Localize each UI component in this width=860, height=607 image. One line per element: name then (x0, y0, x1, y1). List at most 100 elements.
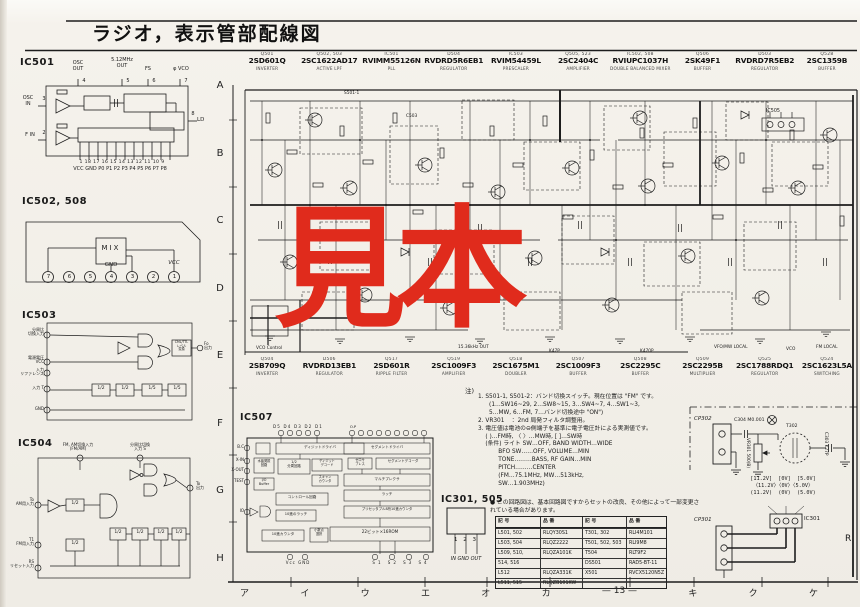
ic507-block-point-select: 小数点 選択 (314, 528, 324, 536)
table-cell-ref: DS501 (582, 559, 626, 568)
component-label: Q519 2SC1009F3 AMPLIFIER (423, 357, 485, 376)
note-line: (FM…75.1MHz, MW…513kHz, (478, 473, 584, 480)
component-role: REGULATOR (751, 65, 779, 71)
footer-scale-label: — 13 — (601, 586, 638, 596)
ic501-pin2: 2 (42, 130, 46, 136)
table-cell-part: RLQY30S1 (540, 529, 582, 538)
footer-scale-label: カ (541, 589, 551, 599)
component-role: AMPLIFIER (566, 65, 590, 71)
component-role: PRESCALER (502, 65, 530, 71)
footer-scale-label: ケ (808, 589, 818, 599)
component-ref: Q509 (696, 357, 710, 362)
component-label: Q505, 523 2SC2404C AMPLIFIER (547, 52, 609, 71)
section-r-label: R (845, 534, 852, 544)
component-role: ACTIVE LPF (316, 65, 343, 71)
component-part-number: 2SD601R (373, 361, 410, 371)
ic501-pin8: 8 (191, 111, 195, 117)
ic504-divider-6: 1/2 (175, 530, 183, 535)
parts-table-body: L501, 502 RLQY30S1 T301, 302 RLI4M101 L5… (496, 528, 666, 588)
ic501-pin-osc-out: OSC OUT (72, 60, 84, 72)
table-row: L512 RLQZA331K X501 RVCX5120N5Z (496, 568, 666, 578)
component-part-number: 2SC2295B (682, 361, 723, 371)
ic504-label: IC504 (18, 438, 53, 449)
ic507-block-io-buffer: I/O Buffer (258, 478, 270, 486)
component-ref: Q501 (260, 52, 274, 57)
component-role: DOUBLER (505, 370, 527, 376)
component-ref: Q524 (820, 357, 834, 362)
voltage-line: (11.2V) (0V) (5.0V) (750, 490, 816, 497)
grid-row-letter: G (216, 485, 224, 497)
component-part-number: 2SD601Q (248, 56, 286, 66)
note-line: SW…1.903MHz) (478, 480, 545, 487)
component-ref: IC501 (384, 52, 399, 57)
footer-scale-label: ク (748, 589, 758, 599)
top-component-row: Q501 2SD601Q INVERTER Q502, 503 2SC1622A… (236, 52, 858, 71)
component-label: D504 RVDRD5R6EB1 REGULATOR (423, 52, 485, 71)
ic501-pin7: 7 (184, 78, 188, 84)
table-row: L501, 502 RLQY30S1 T301, 302 RLI4M101 (496, 528, 666, 538)
component-part-number: RVDRD7R5EB2 (735, 56, 795, 66)
ic501-pin-vco: φ VCO (173, 66, 189, 72)
component-label: Q517 2SD601R RIPPLE FILTER (360, 357, 422, 376)
grid-row-letter: E (216, 350, 224, 362)
table-cell-ref (582, 579, 626, 588)
component-ref: D503 (758, 52, 772, 57)
ic502-pin-1: 1 (172, 273, 177, 280)
component-ref: Q506 (696, 52, 710, 57)
parts-table-header: 記 号 品 番 記 号 品 番 (496, 517, 666, 528)
note-line: TONE………BASS, RF GAIN…MIN (478, 457, 592, 464)
component-role: BUFFER (818, 65, 836, 71)
ic507-block-seg-decode: セグメントデコーダ (387, 459, 419, 463)
ic502-pin-3: 3 (130, 273, 135, 280)
ic507-left-pin-bc: B.C (237, 444, 244, 449)
ic501-pin-512mhz: 5.12MHz OUT (111, 57, 133, 69)
annotation-vco: VCO (786, 347, 796, 352)
component-label: IC503 RVIM54459L PRESCALER (485, 52, 547, 71)
component-ref: Q517 (384, 357, 399, 362)
note-line: ( )…FM時, 〈 〉…MW時, [ ]…SW時 (478, 433, 583, 440)
mid-component-row: Q504 2SB709Q INVERTER D506 RVDRD13EB1 RE… (236, 357, 858, 376)
component-part-number: RVIMM55126N (362, 56, 421, 66)
ic503-output-label: Fo 出力 (204, 341, 212, 351)
table-header-cell: 記 号 (498, 519, 510, 524)
ic503-divider-3: 1/5 (148, 386, 156, 391)
ic501-pin6: 6 (152, 78, 156, 84)
annotation-ic505: IC505 (766, 109, 780, 114)
component-label: Q528 2SC1359B BUFFER (796, 52, 858, 71)
sample-watermark: 見本 (274, 193, 528, 347)
ic507-block-presettable: プリセッタブル8桁10進カウンタ (361, 507, 413, 511)
component-label: Q509 2SC2295B MULTIPLIER (671, 357, 733, 376)
ic503-pin-label-4: 入力 T (32, 385, 44, 390)
ic502-pin-4: 4 (109, 273, 114, 280)
table-header-cell: 品 番 (540, 517, 582, 527)
ic504-diagram (34, 454, 194, 579)
table-header-cell: 記 号 (582, 517, 626, 527)
ic507-block-dec-latch: 10進のラッチ (284, 512, 308, 516)
component-label: IC502, 508 RVIUPC1037H DOUBLE BALANCED M… (609, 52, 671, 71)
table-cell-ref: L503, 504 (498, 541, 523, 546)
component-role: REGULATOR (440, 65, 468, 71)
ic501-pin5: 5 (126, 78, 130, 84)
voltage-line: [11.2V] [0V] [5.0V] (750, 476, 816, 482)
ic504-divider-1: 1/2 (71, 501, 79, 506)
table-row: L509, 510, RLQZA101K T504 RLT9F2 (496, 548, 666, 558)
ic501-pin-f-in: F IN (25, 132, 35, 138)
ic507-left-pin-xin: X-IN (235, 457, 244, 462)
grid-row-letter: H (216, 552, 224, 564)
table-header-cell: 品 番 (626, 517, 666, 527)
component-role: MULTIPLIER (689, 370, 716, 376)
ic504-top-label-1: FM, AM切換入力 (FM/AM) (62, 442, 94, 452)
frame-lines (25, 20, 858, 587)
ic507-label: IC507 (240, 412, 273, 423)
component-ref: Q508 (633, 357, 647, 362)
ic502-diagram (25, 221, 201, 283)
component-role: REGULATOR (315, 370, 343, 376)
component-part-number: RVIM54459L (490, 56, 541, 66)
component-part-number: 2SC1788RDQ1 (735, 361, 794, 371)
note-line: 5…MW, 6…FM, 7…バンド切換途中 "ON") (478, 409, 604, 416)
c304-label: C304 M0.001 (734, 418, 765, 423)
component-ref: Q519 (447, 357, 461, 362)
